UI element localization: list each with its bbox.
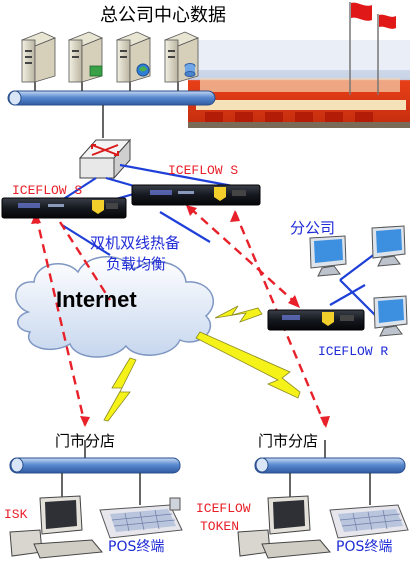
desktop-pc-icon (371, 225, 406, 267)
dual-line-label: 双机双线热备 (90, 234, 181, 252)
desktop-pc-icon (237, 495, 331, 559)
server-icon (67, 31, 104, 83)
internet-label: Internet (56, 287, 137, 312)
store-bus-left (9, 440, 181, 505)
cloud-icon (15, 256, 215, 358)
pos-right-label: POS终端 (336, 539, 393, 555)
pos-terminal-icon (99, 497, 183, 539)
flag-icon (349, 2, 396, 95)
red-dashed-links (34, 207, 327, 426)
desktop-pc-icon (309, 235, 347, 277)
firewall-device-icon (1, 197, 127, 219)
pos-terminal-icon (329, 504, 409, 539)
firewall-device-icon (131, 184, 261, 206)
hq-title: 总公司中心数据 (100, 5, 226, 26)
store-right-label: 门市分店 (258, 432, 319, 450)
store-left-label: 门市分店 (55, 432, 116, 450)
hq-bus (7, 80, 216, 138)
firewall-device-icon (267, 309, 365, 331)
device-left-label: ICEFLOW S (12, 183, 83, 198)
store-bus-right (254, 440, 406, 505)
token-label-line2: TOKEN (200, 519, 240, 534)
branch-office-label: 分公司 (290, 219, 336, 237)
desktop-pc-icon (373, 295, 408, 337)
desktop-pc-icon (9, 495, 103, 559)
server-icon (20, 31, 57, 83)
building-photo (188, 40, 410, 128)
server-icon (163, 31, 200, 83)
isk-label: ISK (4, 507, 28, 522)
device-branch-label: ICEFLOW R (318, 344, 389, 359)
lightning-icon (103, 305, 301, 422)
red-arrowheads (31, 205, 330, 428)
device-right-label: ICEFLOW S (168, 163, 239, 178)
pos-left-label: POS终端 (108, 539, 165, 555)
router-icon (78, 138, 132, 180)
load-balance-label: 负载均衡 (106, 255, 167, 273)
token-label-line1: ICEFLOW (196, 501, 251, 516)
server-icon (115, 31, 152, 83)
